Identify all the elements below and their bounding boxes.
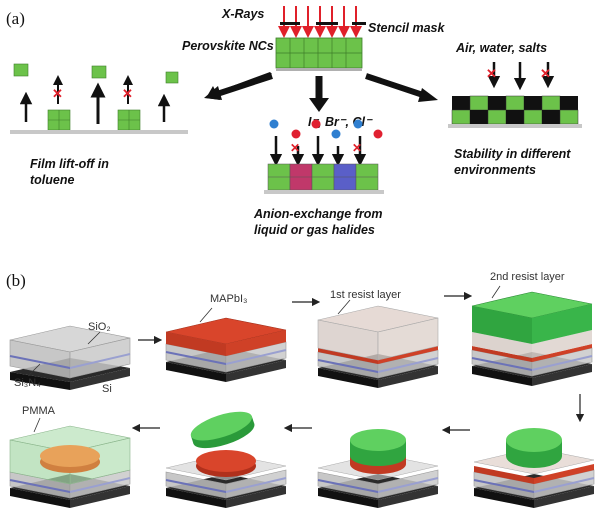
liftoff-diagram: ✕ ✕ — [10, 63, 188, 134]
panel-b: (b) SiO₂ Si₃N₄ Si — [6, 271, 595, 508]
svg-text:✕: ✕ — [52, 86, 63, 101]
liftoff-label-line2: toluene — [30, 173, 74, 187]
svg-text:✕: ✕ — [486, 66, 497, 81]
process-arrows — [204, 72, 438, 112]
pmma-step8 — [9, 417, 131, 508]
stability-diagram: ✕ ✕ — [448, 62, 582, 128]
stencil-mask — [280, 22, 366, 25]
stencil-mask-label: Stencil mask — [368, 21, 445, 35]
substrate-step1 — [9, 325, 131, 390]
liftoff-step7 — [165, 411, 287, 508]
perovskite-ncs-block — [275, 37, 363, 71]
stability-label-line2: environments — [454, 163, 536, 177]
panel-b-label: (b) — [6, 271, 26, 290]
liftoff-label-line1: Film lift-off in — [30, 157, 109, 171]
stability-label-line1: Stability in different — [454, 147, 571, 161]
air-label: Air, water, salts — [455, 41, 547, 55]
xray-arrows — [278, 6, 362, 38]
panel-a: (a) X-Rays Stencil mask Perovskite NCs — [6, 6, 582, 237]
resist2-step4 — [471, 285, 593, 386]
svg-text:✕: ✕ — [352, 141, 362, 155]
svg-text:✕: ✕ — [540, 66, 551, 81]
sio2-label: SiO₂ — [88, 321, 111, 333]
anion-label-line1: Anion-exchange from — [253, 207, 383, 221]
pmma-label: PMMA — [22, 405, 56, 417]
panel-a-label: (a) — [6, 9, 25, 28]
mapbi3-step2 — [165, 307, 287, 382]
si-label: Si — [102, 383, 112, 395]
si3n4-label: Si₃N₄ — [14, 377, 41, 389]
perovskite-label: Perovskite NCs — [182, 39, 274, 53]
svg-text:✕: ✕ — [122, 86, 133, 101]
resist2-label: 2nd resist layer — [490, 271, 565, 283]
resist1-label: 1st resist layer — [330, 289, 401, 301]
anion-exchange-diagram: ✕ ✕ — [264, 119, 384, 194]
mapbi3-label: MAPbI₃ — [210, 293, 248, 305]
etched-step6 — [317, 429, 439, 508]
anion-label-line2: liquid or gas halides — [254, 223, 375, 237]
resist1-step3 — [317, 299, 439, 388]
xrays-label: X-Rays — [221, 7, 264, 21]
svg-text:✕: ✕ — [290, 141, 300, 155]
pillar-step5 — [473, 428, 595, 508]
